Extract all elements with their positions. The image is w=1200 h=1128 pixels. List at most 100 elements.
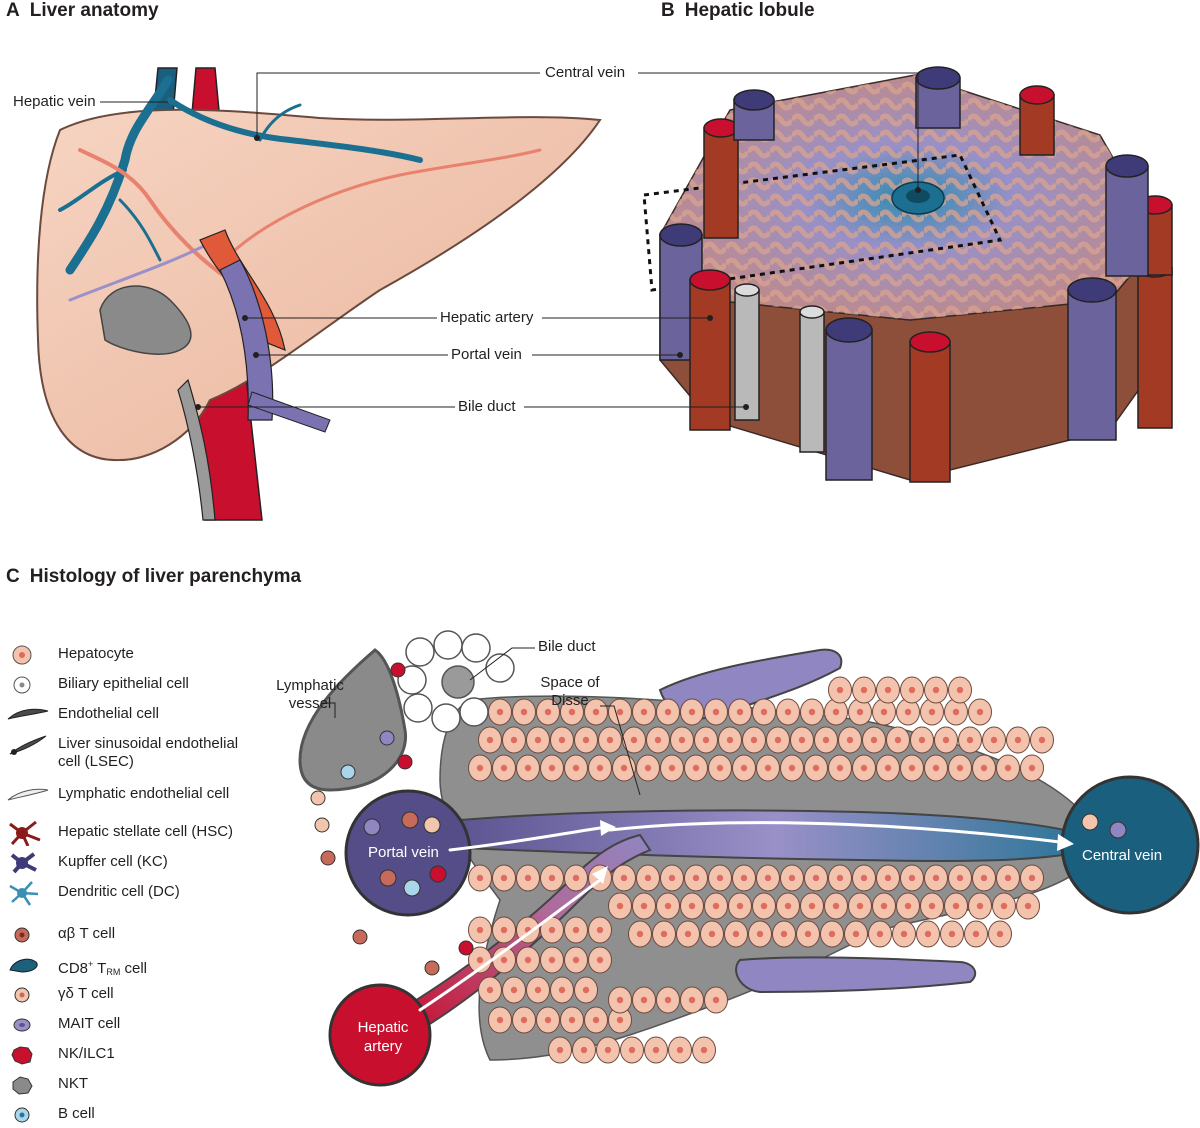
hepatocyte-nucleus — [486, 736, 494, 744]
liver-anatomy-illustration — [36, 67, 602, 521]
hepatic-artery-line1: Hepatic — [357, 1019, 409, 1036]
hepatocyte-nucleus — [520, 708, 528, 716]
hepatocyte-nucleus — [644, 764, 652, 772]
hepatocyte-nucleus — [476, 956, 484, 964]
hepatocyte-nucleus — [620, 764, 628, 772]
histology-label-bile-duct: Bile duct — [538, 638, 596, 655]
hepatocyte-nucleus — [596, 956, 604, 964]
hepatocyte-nucleus — [904, 708, 912, 716]
label-bile-duct: Bile duct — [455, 398, 519, 416]
hepatocyte-nucleus — [678, 736, 686, 744]
hepatocyte-nucleus — [668, 874, 676, 882]
hepatocyte-nucleus — [1028, 874, 1036, 882]
hepatocyte-nucleus — [676, 1046, 684, 1054]
hepatocyte-nucleus — [1028, 764, 1036, 772]
hepatocyte-nucleus — [894, 736, 902, 744]
hepatocyte-nucleus — [832, 902, 840, 910]
hepatocyte-nucleus — [476, 926, 484, 934]
section-outline — [642, 153, 1003, 292]
hepatocyte-nucleus — [544, 708, 552, 716]
hepatocyte-nucleus — [1038, 736, 1046, 744]
label-central-vein: Central vein — [542, 64, 629, 82]
hepatocyte-nucleus — [640, 996, 648, 1004]
hepatocyte-nucleus — [616, 1016, 624, 1024]
stellate-cell-icon — [9, 820, 41, 846]
hepatocyte-nucleus — [976, 902, 984, 910]
histology-label-central-vein: Central vein — [1082, 847, 1163, 864]
hepatocyte-nucleus — [932, 874, 940, 882]
hepatocyte-nucleus — [856, 708, 864, 716]
hepatocyte-nucleus — [572, 926, 580, 934]
hepatocyte-nucleus — [664, 902, 672, 910]
hepatocyte-nucleus — [582, 986, 590, 994]
gallbladder — [99, 285, 192, 355]
hepatocyte-nucleus — [846, 736, 854, 744]
hepatocyte-nucleus — [712, 996, 720, 1004]
hepatocyte-nucleus — [520, 1016, 528, 1024]
legend-label-mait: MAIT cell — [58, 1015, 121, 1032]
hepatocyte-nucleus — [784, 708, 792, 716]
panel-b-letter: B — [661, 0, 675, 21]
hepatocyte-nucleus — [496, 1016, 504, 1024]
hepatocyte-nucleus — [966, 736, 974, 744]
hepatocyte-nucleus — [756, 930, 764, 938]
hepatocyte-nucleus — [956, 764, 964, 772]
bile-duct-cluster — [397, 630, 515, 733]
hepatocyte-nucleus — [688, 708, 696, 716]
hepatocyte-nucleus — [616, 708, 624, 716]
hepatocyte-nucleus — [582, 736, 590, 744]
hepatocyte-nucleus — [812, 874, 820, 882]
hepatocyte-nucleus — [996, 930, 1004, 938]
hepatocyte-nucleus — [500, 926, 508, 934]
space-of-disse-line1: Space of — [540, 674, 600, 691]
hepatic-artery-line2: artery — [363, 1038, 403, 1055]
hepatic-lobule-illustration — [524, 66, 1173, 483]
bile-duct-hilum — [177, 378, 216, 521]
cd8-cell-text: cell — [120, 960, 148, 977]
panel-c-letter: C — [6, 566, 20, 587]
hepatocyte-nucleus — [812, 764, 820, 772]
hepatocyte-nucleus — [928, 708, 936, 716]
hepatocyte-nucleus — [664, 708, 672, 716]
hepatocyte-nucleus — [870, 736, 878, 744]
hepatocyte-nucleus — [780, 930, 788, 938]
hepatocyte-nucleus — [510, 986, 518, 994]
hepatocyte-nucleus — [956, 874, 964, 882]
b-cell-icon — [14, 1107, 30, 1123]
legend-label-cd8-trm: CD8+ TRM cell — [58, 955, 147, 981]
hepatocyte-nucleus — [860, 686, 868, 694]
lymphatic-endothelial-icon — [7, 788, 49, 801]
hepatocyte-nucleus — [750, 736, 758, 744]
hepatocyte-icon — [12, 645, 32, 665]
legend-item-stellate: Hepatic stellate cell (HSC) — [6, 820, 266, 846]
hepatocyte-nucleus — [1004, 764, 1012, 772]
hepatocyte-nucleus — [524, 874, 532, 882]
hepatocyte-nucleus — [804, 930, 812, 938]
legend-label-biliary-epithelial: Biliary epithelial cell — [58, 675, 189, 692]
hepatocyte-nucleus — [980, 764, 988, 772]
hepatocyte-nucleus — [808, 708, 816, 716]
hepatocyte-nucleus — [852, 930, 860, 938]
hepatocyte-nucleus — [860, 764, 868, 772]
hepatocyte-nucleus — [908, 686, 916, 694]
panel-a-letter: A — [6, 0, 20, 21]
hepatocyte-nucleus — [976, 708, 984, 716]
legend-item-dendritic: Dendritic cell (DC) — [6, 880, 266, 906]
legend-label-lymphatic-endothelial: Lymphatic endothelial cell — [58, 785, 230, 802]
portal-vein-hilum — [219, 259, 274, 421]
hepatocyte-nucleus — [760, 902, 768, 910]
hepatocyte-nucleus — [640, 902, 648, 910]
hepatocyte-nucleus — [1000, 902, 1008, 910]
hepatocyte-nucleus — [736, 708, 744, 716]
histology-label-space-of-disse: Space of Disse — [537, 674, 603, 710]
hepatocyte-nucleus — [580, 1046, 588, 1054]
hepatocyte-nucleus — [572, 764, 580, 772]
hepatocyte-nucleus — [636, 930, 644, 938]
central-vein-circle — [1060, 775, 1200, 915]
hepatocyte-nucleus — [904, 902, 912, 910]
hepatocyte-nucleus — [534, 986, 542, 994]
hepatocyte-nucleus — [534, 736, 542, 744]
lsec-icon — [9, 735, 47, 755]
